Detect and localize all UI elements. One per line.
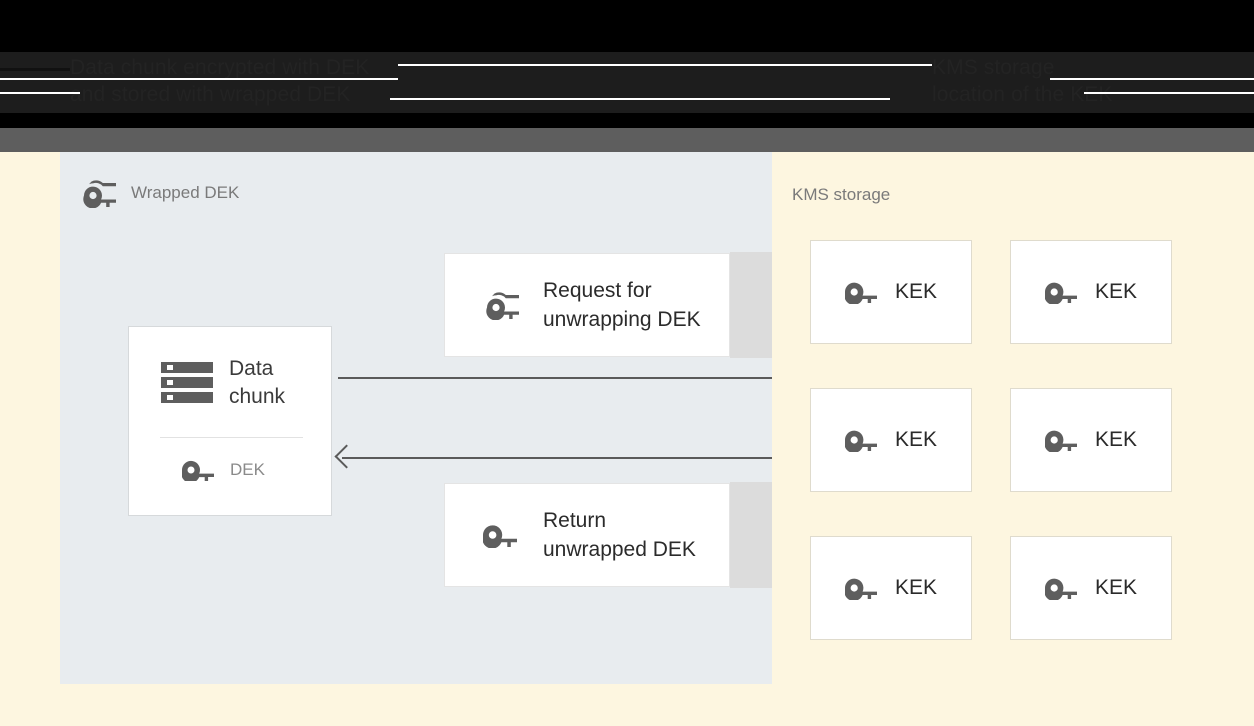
wrapped-dek-panel-label-text: Wrapped DEK	[131, 183, 240, 202]
diagram-canvas: Wrapped DEK	[0, 152, 1254, 726]
kek-card[interactable]: KEK	[1010, 240, 1172, 344]
kek-label: KEK	[1094, 576, 1138, 599]
kek-grid: KEK KEK KEK	[810, 240, 1172, 640]
kms-storage-label: KMS storage	[792, 185, 891, 204]
header-title-left: Data chunk encrypted with DEK and stored…	[70, 56, 370, 106]
return-arrow-line	[342, 457, 832, 459]
wrapped-key-icon	[483, 290, 521, 320]
key-icon	[483, 522, 521, 548]
scanline-artifact	[0, 92, 80, 94]
dek-label: DEK	[230, 460, 265, 479]
toolbar-notch	[0, 128, 60, 152]
kek-label: KEK	[894, 576, 938, 599]
key-icon	[844, 428, 881, 452]
kek-card[interactable]: KEK	[1010, 536, 1172, 640]
key-icon	[1044, 576, 1081, 600]
kek-label: KEK	[894, 280, 938, 303]
storage-icon	[161, 360, 213, 406]
client-panel: Wrapped DEK	[60, 152, 832, 684]
header-band	[0, 52, 1254, 113]
kek-card[interactable]: KEK	[810, 536, 972, 640]
data-chunk-row: Data chunk	[161, 355, 285, 411]
page-header: Data chunk encrypted with DEK and stored…	[0, 0, 1254, 128]
request-arrow-line	[338, 377, 826, 379]
key-icon	[182, 459, 216, 481]
scanline-artifact	[398, 64, 932, 66]
dek-row: DEK	[182, 459, 265, 481]
scanline-artifact	[0, 78, 398, 80]
header-title-right: KMS storage location of the KEK	[932, 56, 1113, 106]
kek-card[interactable]: KEK	[810, 388, 972, 492]
scanline-artifact	[1050, 78, 1254, 80]
scanline-artifact	[1084, 92, 1254, 94]
kek-card[interactable]: KEK	[810, 240, 972, 344]
scanline-artifact	[390, 98, 890, 100]
data-chunk-divider	[160, 437, 303, 438]
key-icon	[844, 280, 881, 304]
kek-label: KEK	[894, 428, 938, 451]
kek-label: KEK	[1094, 428, 1138, 451]
key-icon	[1044, 428, 1081, 452]
scanline-artifact	[0, 68, 70, 71]
key-icon	[1044, 280, 1081, 304]
return-arrow-head	[334, 444, 359, 469]
wrapped-dek-panel-label: Wrapped DEK	[80, 178, 239, 208]
data-chunk-title: Data chunk	[229, 357, 286, 408]
request-unwrap-card[interactable]: Request for unwrapping DEK	[444, 253, 730, 357]
wrapped-key-icon	[80, 178, 118, 208]
kek-label: KEK	[1094, 280, 1138, 303]
kms-panel: KMS storage KEK KEK	[772, 152, 1254, 684]
request-unwrap-text: Request for unwrapping DEK	[543, 279, 701, 331]
key-icon	[844, 576, 881, 600]
return-unwrapped-text: Return unwrapped DEK	[543, 509, 696, 561]
return-unwrapped-card[interactable]: Return unwrapped DEK	[444, 483, 730, 587]
data-chunk-card[interactable]: Data chunk DEK	[128, 326, 332, 516]
toolbar-strip	[0, 128, 1254, 152]
kek-card[interactable]: KEK	[1010, 388, 1172, 492]
